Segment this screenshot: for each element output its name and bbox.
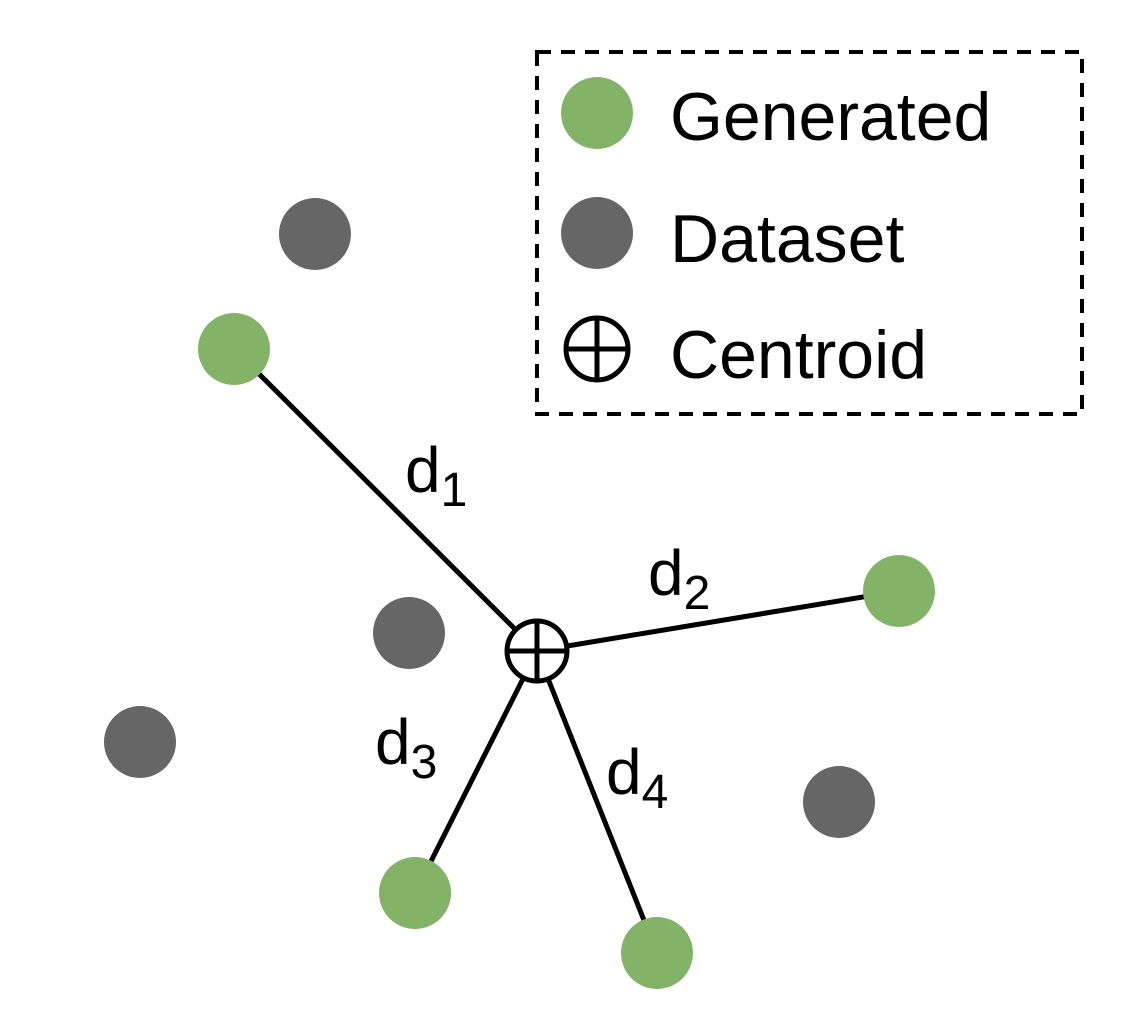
legend-border bbox=[535, 50, 1084, 416]
dataset-point bbox=[279, 198, 351, 270]
generated-point bbox=[379, 857, 451, 929]
generated-point-icon bbox=[561, 77, 633, 149]
distance-line-3 bbox=[412, 649, 540, 895]
distance-line-1 bbox=[232, 347, 539, 653]
generated-points bbox=[198, 313, 935, 989]
centroid-marker bbox=[504, 618, 570, 684]
generated-point bbox=[863, 555, 935, 627]
distance-label-d2: d2 bbox=[648, 537, 710, 620]
distance-label-d1: d1 bbox=[405, 434, 467, 517]
legend-label-generated: Generated bbox=[670, 79, 991, 155]
distance-lines bbox=[232, 347, 900, 954]
dataset-point bbox=[104, 706, 176, 778]
centroid-icon bbox=[563, 315, 631, 383]
generated-point bbox=[198, 313, 270, 385]
distance-label-d4: d4 bbox=[606, 736, 668, 819]
legend-label-centroid: Centroid bbox=[670, 317, 927, 393]
dataset-point-icon bbox=[561, 197, 633, 269]
dataset-points bbox=[104, 198, 875, 838]
distance-line-2 bbox=[536, 588, 900, 654]
distance-line-4 bbox=[534, 650, 660, 954]
distance-label-d3: d3 bbox=[375, 706, 437, 789]
generated-point bbox=[621, 917, 693, 989]
distance-labels: d1 d2 d3 d4 bbox=[375, 434, 710, 819]
dataset-point bbox=[803, 766, 875, 838]
dataset-point bbox=[373, 597, 445, 669]
legend-label-dataset: Dataset bbox=[670, 201, 904, 277]
legend: Generated Dataset Centroid bbox=[535, 50, 1084, 416]
